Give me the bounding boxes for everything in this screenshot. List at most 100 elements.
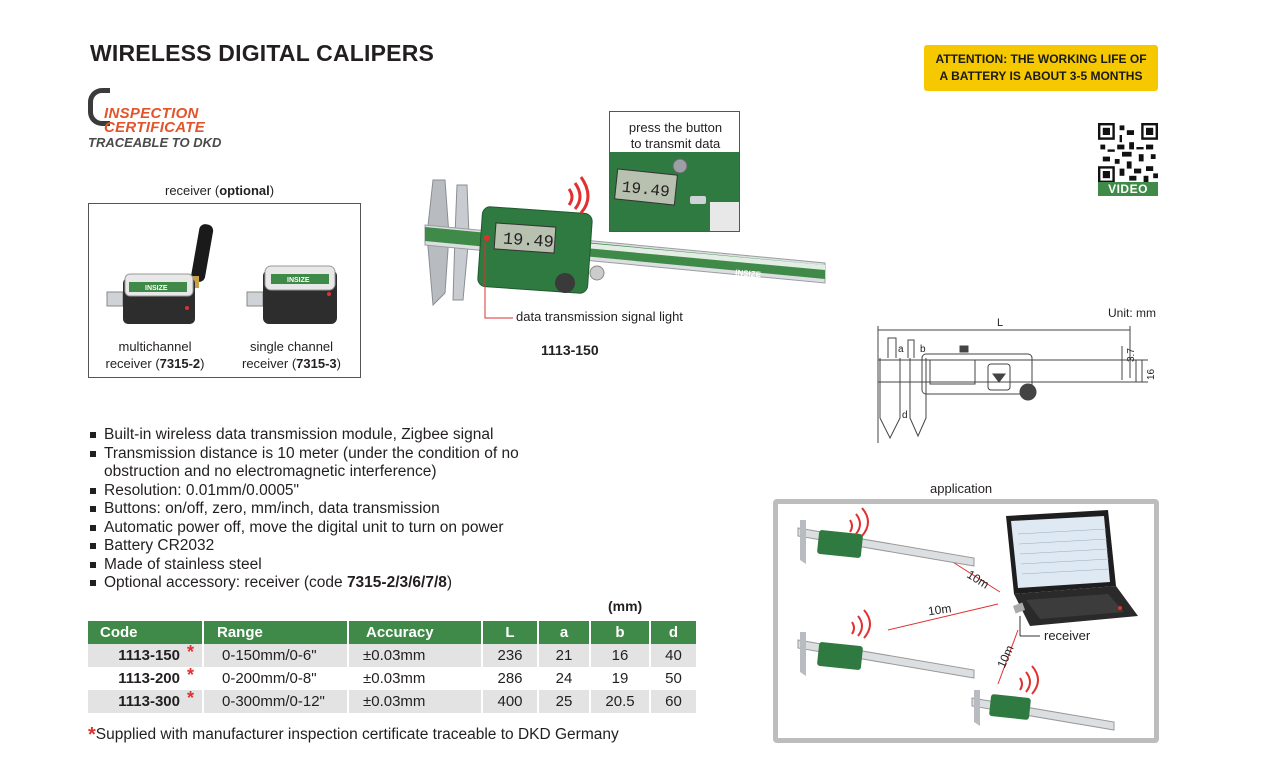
qr-code-icon[interactable] xyxy=(1098,123,1158,183)
certificate-line-3: TRACEABLE TO DKD xyxy=(88,135,222,150)
callout-text: press the button to transmit data xyxy=(610,120,741,152)
header-a: a xyxy=(537,621,590,644)
svg-text:INSIZE: INSIZE xyxy=(287,277,310,284)
multichannel-receiver-icon: INSIZE xyxy=(106,273,195,324)
multichannel-receiver-label: multichannel receiver (7315-2) xyxy=(93,338,217,372)
wireless-signal-icon xyxy=(567,176,590,214)
feature-item: Battery CR2032 xyxy=(88,537,584,556)
table-row: 1113-300* 0-300mm/0-12" ±0.03mm 400 25 2… xyxy=(88,688,696,713)
feature-list: Built-in wireless data transmission modu… xyxy=(88,426,584,593)
svg-text:a: a xyxy=(898,344,904,355)
feature-item: Built-in wireless data transmission modu… xyxy=(88,426,584,445)
table-row: 1113-150* 0-150mm/0-6" ±0.03mm 236 21 16… xyxy=(88,642,696,667)
svg-text:10m: 10m xyxy=(927,601,952,618)
application-panel: 10m 10m 10m xyxy=(773,499,1159,743)
caliper-1-icon xyxy=(797,507,975,567)
receiver-box: INSIZE INSIZE multichannel receiver (731… xyxy=(88,203,361,378)
cell-d: 50 xyxy=(649,667,696,690)
table-header-row: Code Range Accuracy L a b d xyxy=(88,621,696,644)
cell-code: 1113-200* xyxy=(88,665,203,690)
laptop-icon xyxy=(1006,510,1138,626)
feature-item: Transmission distance is 10 meter (under… xyxy=(88,445,584,482)
svg-text:10m: 10m xyxy=(964,567,991,591)
cell-b: 16 xyxy=(589,644,650,667)
receiver-caption: receiver (optional) xyxy=(165,183,274,198)
certificate-star-icon: * xyxy=(186,688,194,708)
footnote: *Supplied with manufacturer inspection c… xyxy=(88,722,619,746)
cell-code: 1113-150* xyxy=(88,642,203,667)
cell-d: 40 xyxy=(649,644,696,667)
spec-table: Code Range Accuracy L a b d 1113-150* 0-… xyxy=(88,621,696,713)
cell-l: 286 xyxy=(481,667,538,690)
receiver-caption-prefix: receiver ( xyxy=(165,183,220,198)
receiver-caption-optional: optional xyxy=(219,183,270,198)
svg-text:19.49: 19.49 xyxy=(502,230,554,253)
page-title: WIRELESS DIGITAL CALIPERS xyxy=(90,40,435,66)
svg-text:b: b xyxy=(920,344,926,355)
cell-range: 0-150mm/0-6" xyxy=(202,644,348,667)
table-unit: (mm) xyxy=(608,598,643,614)
feature-item: Automatic power off, move the digital un… xyxy=(88,519,584,538)
feature-item: Made of stainless steel xyxy=(88,556,584,575)
attention-line-2: A BATTERY IS ABOUT 3-5 MONTHS xyxy=(939,69,1143,83)
cell-range: 0-200mm/0-8" xyxy=(202,667,348,690)
callout-line-1: press the button xyxy=(628,120,723,135)
inspection-certificate-logo: INSPECTION CERTIFICATE TRACEABLE TO DKD xyxy=(88,88,248,152)
certificate-line-1: INSPECTION xyxy=(104,105,199,122)
receiver-illustration: INSIZE INSIZE xyxy=(106,224,337,324)
unit-label: Unit: mm xyxy=(1108,306,1156,320)
certificate-bracket-icon xyxy=(88,88,110,126)
cell-l: 236 xyxy=(481,644,538,667)
application-caption: application xyxy=(930,481,993,496)
svg-text:19.49: 19.49 xyxy=(621,179,671,202)
application-receiver-label: receiver xyxy=(1044,628,1091,643)
feature-item-accessory: Optional accessory: receiver (code 7315-… xyxy=(88,574,584,593)
svg-text:10m: 10m xyxy=(994,643,1016,670)
cell-b: 20.5 xyxy=(589,690,650,713)
svg-text:L: L xyxy=(997,318,1003,329)
header-code: Code xyxy=(88,621,203,644)
cell-l: 400 xyxy=(481,690,538,713)
caliper-2-icon xyxy=(797,609,975,679)
cell-code: 1113-300* xyxy=(88,688,203,713)
header-d: d xyxy=(649,621,696,644)
cell-a: 24 xyxy=(537,667,590,690)
transmit-button-callout: press the button to transmit data 19.49 xyxy=(609,111,740,232)
footnote-text: Supplied with manufacturer inspection ce… xyxy=(95,726,619,743)
single-channel-line-1: single channel xyxy=(249,339,334,354)
callout-line-2: to transmit data xyxy=(630,136,721,151)
feature-item: Buttons: on/off, zero, mm/inch, data tra… xyxy=(88,500,584,519)
footnote-star-icon: * xyxy=(88,724,96,746)
header-b: b xyxy=(589,621,650,644)
receiver-caption-suffix: ) xyxy=(269,183,275,198)
single-channel-receiver-icon: INSIZE xyxy=(246,265,337,324)
multichannel-line-2: receiver (7315-2) xyxy=(105,356,205,371)
header-accuracy: Accuracy xyxy=(347,621,482,644)
svg-text:INSIZE: INSIZE xyxy=(735,268,762,279)
svg-text:16: 16 xyxy=(1146,368,1157,380)
application-illustration: 10m 10m 10m xyxy=(797,507,1138,731)
multichannel-line-1: multichannel xyxy=(118,339,192,354)
single-channel-receiver-label: single channel receiver (7315-3) xyxy=(229,338,354,372)
header-range: Range xyxy=(202,621,348,644)
battery-attention-notice: ATTENTION: THE WORKING LIFE OF A BATTERY… xyxy=(924,45,1158,91)
caliper-product-image: 19.49 INSIZE xyxy=(424,176,826,319)
certificate-star-icon: * xyxy=(186,642,194,662)
cell-a: 21 xyxy=(537,644,590,667)
svg-text:d: d xyxy=(902,410,908,421)
svg-text:INSIZE: INSIZE xyxy=(145,285,168,292)
feature-item: Resolution: 0.01mm/0.0005" xyxy=(88,482,584,501)
cell-accuracy: ±0.03mm xyxy=(347,690,482,713)
header-l: L xyxy=(481,621,538,644)
signal-light-leader-line xyxy=(484,241,513,319)
certificate-star-icon: * xyxy=(186,665,194,685)
cell-d: 60 xyxy=(649,690,696,713)
svg-text:3.7: 3.7 xyxy=(1126,348,1137,362)
cell-range: 0-300mm/0-12" xyxy=(202,690,348,713)
signal-light-label: data transmission signal light xyxy=(516,309,683,324)
certificate-line-2: CERTIFICATE xyxy=(104,119,206,136)
single-channel-line-2: receiver (7315-3) xyxy=(241,356,341,371)
cell-accuracy: ±0.03mm xyxy=(347,644,482,667)
attention-line-1: ATTENTION: THE WORKING LIFE OF xyxy=(935,52,1147,66)
video-label[interactable]: VIDEO xyxy=(1098,182,1158,196)
